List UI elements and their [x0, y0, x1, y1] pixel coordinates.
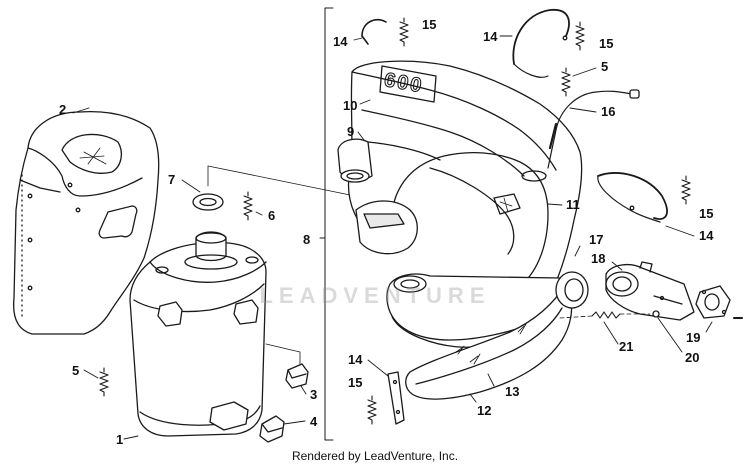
clamp-14-top[interactable] [353, 18, 387, 45]
spring-6[interactable] [243, 191, 263, 221]
grommet-7[interactable] [181, 165, 356, 211]
spring-15-upper[interactable] [575, 21, 585, 51]
callout-8[interactable]: 8 [303, 232, 311, 247]
flange-gasket-19[interactable] [695, 285, 743, 333]
callout-15-bottom[interactable]: 15 [348, 375, 363, 390]
spring-5-right[interactable] [561, 67, 597, 97]
callout-11[interactable]: 11 [566, 197, 580, 212]
spring-15-top[interactable] [399, 17, 409, 47]
rubber-mount-3[interactable] [265, 343, 309, 395]
callout-6[interactable]: 6 [268, 208, 276, 223]
callout-3[interactable]: 3 [310, 387, 318, 402]
spring-left[interactable] [83, 367, 109, 397]
stud-nut-20[interactable] [652, 310, 683, 353]
callout-9[interactable]: 9 [347, 124, 355, 139]
spring-21[interactable] [559, 311, 651, 345]
callout-10[interactable]: 10 [343, 98, 358, 113]
callout-16[interactable]: 16 [601, 104, 616, 119]
callout-2[interactable]: 2 [59, 102, 67, 117]
callout-15-lower[interactable]: 15 [699, 206, 714, 221]
callout-14-upper[interactable]: 14 [483, 29, 498, 44]
footer-credit: Rendered by LeadVenture, Inc. [291, 449, 459, 463]
callout-1[interactable]: 1 [116, 432, 124, 447]
callout-14-top[interactable]: 14 [333, 34, 348, 49]
heat-shield-cover[interactable] [12, 107, 160, 335]
gasket-17[interactable] [555, 245, 589, 309]
callout-14-lower[interactable]: 14 [699, 228, 714, 243]
callout-15-upper[interactable]: 15 [599, 36, 614, 51]
spring-15-bottom[interactable] [367, 395, 377, 425]
callout-5-right[interactable]: 5 [601, 59, 609, 74]
bracket-14-lower[interactable] [367, 359, 405, 425]
callout-4[interactable]: 4 [310, 414, 318, 429]
rubber-mount-4[interactable] [259, 415, 306, 443]
band-clamp-14-lower[interactable] [597, 172, 695, 237]
callout-18[interactable]: 18 [591, 251, 606, 266]
callout-12[interactable]: 12 [477, 403, 492, 418]
callout-19[interactable]: 19 [686, 330, 701, 345]
muffler-silencer[interactable] [123, 231, 267, 440]
callout-14-bottom[interactable]: 14 [348, 352, 363, 367]
group-bracket [324, 7, 334, 441]
spring-15-lower[interactable] [681, 175, 691, 205]
callout-17[interactable]: 17 [589, 232, 604, 247]
callout-15-top[interactable]: 15 [422, 17, 437, 32]
callout-21[interactable]: 21 [619, 339, 634, 354]
callout-20[interactable]: 20 [685, 350, 700, 365]
band-clamp-14-upper[interactable] [499, 9, 570, 78]
callout-13[interactable]: 13 [505, 384, 520, 399]
callout-7[interactable]: 7 [168, 172, 176, 187]
exhaust-manifold-18[interactable] [605, 261, 695, 321]
callout-5-left[interactable]: 5 [72, 363, 80, 378]
exhaust-sensor-16[interactable] [547, 89, 640, 169]
expansion-chamber[interactable]: 600 [337, 60, 583, 400]
